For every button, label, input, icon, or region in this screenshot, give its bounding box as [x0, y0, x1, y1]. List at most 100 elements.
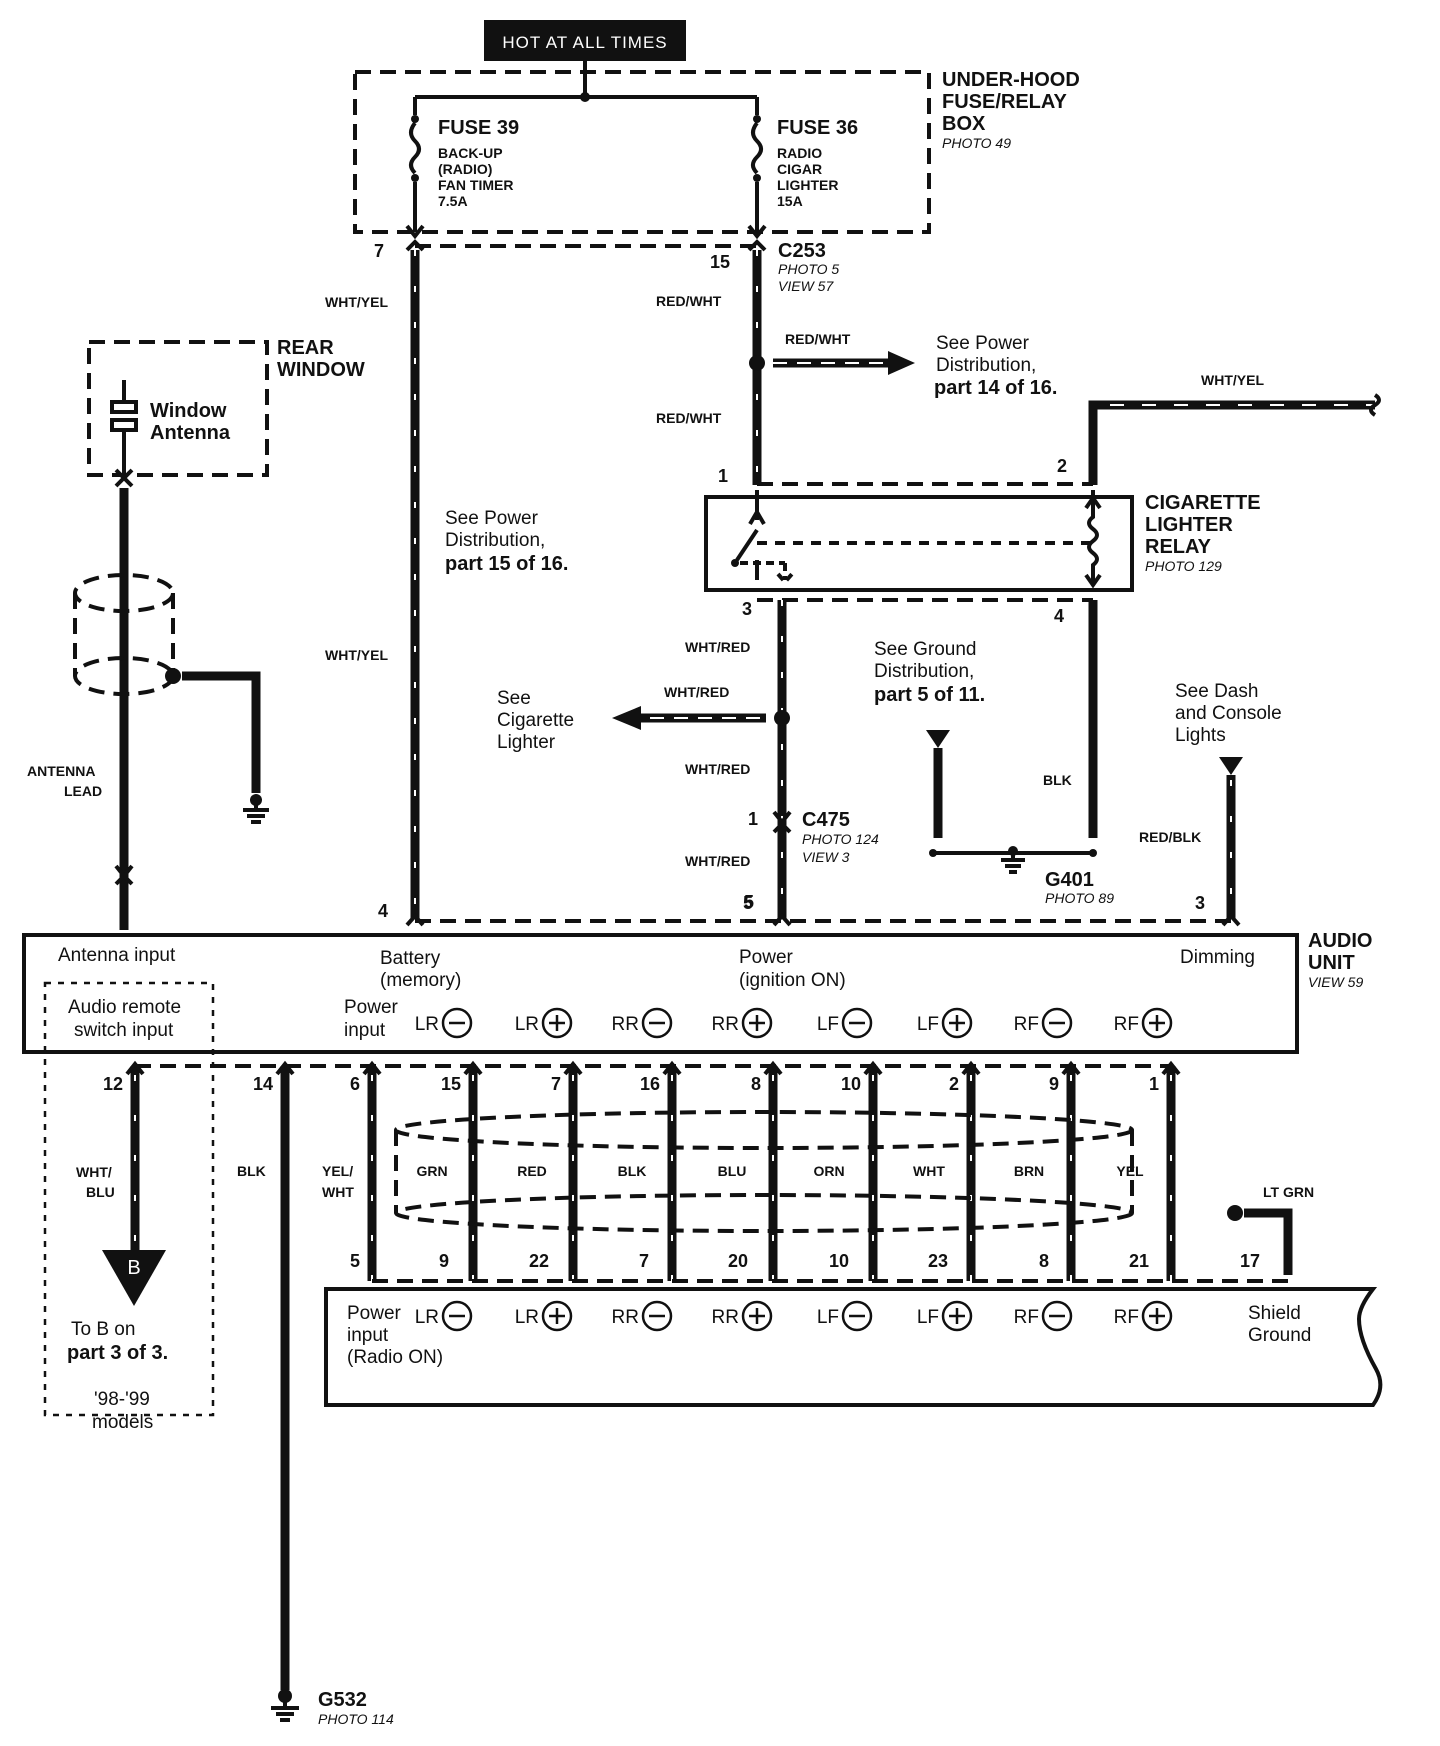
c253-view: VIEW 57	[778, 278, 834, 294]
relay-pin-3: 3	[742, 599, 752, 619]
power15-ref-2: Distribution,	[445, 530, 545, 551]
fuse-box-outline	[353, 70, 931, 234]
amp-power-input-2: input	[347, 1325, 389, 1346]
amp-terminal-label: RR	[712, 1307, 739, 1328]
amp-pin: 10	[829, 1251, 849, 1271]
fuse39-desc: BACK-UP	[438, 145, 503, 161]
audio-bottom-pin: 15	[441, 1074, 461, 1094]
fuse36-desc-1: RADIO	[777, 145, 822, 161]
amp-terminal-label: RF	[1014, 1307, 1039, 1328]
g401-name: G401	[1045, 869, 1094, 891]
yel-wht-label-2: WHT	[322, 1184, 354, 1200]
amp-terminal-label: LR	[515, 1307, 539, 1328]
amp-pin: 8	[1039, 1251, 1049, 1271]
audio-terminal-label: LR	[515, 1014, 539, 1035]
red-blk-label: RED/BLK	[1139, 829, 1201, 845]
wire-color-label: BLU	[718, 1163, 747, 1179]
hot-label-box	[484, 20, 686, 61]
power14-ref-3: part 14 of 16.	[934, 377, 1057, 399]
amp-pin: 23	[928, 1251, 948, 1271]
amp-pin: 21	[1129, 1251, 1149, 1271]
models-98-99-outline	[43, 981, 215, 1417]
relay-pin-2: 2	[1057, 456, 1067, 476]
fusebox-name-1: UNDER-HOOD	[942, 69, 1080, 91]
fuse36-name: FUSE 36	[777, 117, 858, 139]
fuse39-desc-3: FAN TIMER	[438, 177, 513, 193]
amp-pin: 20	[728, 1251, 748, 1271]
shield-cable-top	[394, 1110, 1134, 1150]
fusebox-name-3: BOX	[942, 113, 986, 135]
wht-red-label-1: WHT/RED	[685, 639, 750, 655]
wire-color-label: RED	[517, 1163, 547, 1179]
antenna-lead-label-2: LEAD	[64, 783, 102, 799]
relay-photo: PHOTO 129	[1145, 558, 1222, 574]
power14-ref-2: Distribution,	[936, 355, 1036, 376]
audio-unit-view: VIEW 59	[1308, 974, 1363, 990]
models-label-1: '98-'99	[94, 1389, 150, 1410]
c253-pin-15: 15	[710, 252, 730, 272]
relay-pin-4: 4	[1054, 606, 1064, 626]
fuse36-desc-3: LIGHTER	[777, 177, 838, 193]
audio-terminal-label: LR	[415, 1014, 439, 1035]
dash-lights-ref-3: Lights	[1175, 725, 1226, 746]
wire-color-label: GRN	[416, 1163, 447, 1179]
remote-switch-label-2: switch input	[74, 1020, 174, 1041]
wht-yel-relay-wire	[1088, 400, 1375, 485]
red-wht-label-2: RED/WHT	[656, 410, 722, 426]
c475-name: C475	[802, 809, 850, 831]
amp-pin: 22	[529, 1251, 549, 1271]
battery-label-2: (memory)	[380, 970, 461, 991]
antenna-lead-label-1: ANTENNA	[27, 763, 95, 779]
audio-pin-4: 4	[378, 901, 388, 921]
amp-terminal-label: RF	[1114, 1307, 1139, 1328]
cigarette-lighter-relay	[704, 495, 1134, 592]
power15-ref-1: See Power	[445, 508, 539, 529]
amp-terminal-label: RR	[612, 1307, 639, 1328]
fuse36-symbol	[751, 121, 763, 232]
shield-cable-bottom	[394, 1193, 1134, 1233]
models-label-2: models	[92, 1412, 153, 1433]
yel-wht-label-1: YEL/	[322, 1163, 353, 1179]
relay-name-1: CIGARETTE	[1145, 492, 1261, 514]
c475-pin-1: 1	[748, 809, 758, 829]
wht-blu-label-1: WHT/	[76, 1164, 112, 1180]
audio-bottom-pin: 16	[640, 1074, 660, 1094]
amp-power-input-1: Power	[347, 1303, 402, 1324]
audio-bottom-pin: 2	[949, 1074, 959, 1094]
power15-ref-3: part 15 of 16.	[445, 553, 568, 575]
cig-lighter-ref-2: Cigarette	[497, 710, 574, 731]
window-antenna-label-1: Window	[150, 400, 227, 422]
red-wht-label-3: RED/WHT	[785, 331, 851, 347]
antenna-input-label: Antenna input	[58, 945, 176, 966]
c475-view: VIEW 3	[802, 849, 850, 865]
audio-terminal-label: LF	[817, 1014, 839, 1035]
window-antenna-icon	[110, 380, 138, 476]
relay-name-2: LIGHTER	[1145, 514, 1233, 536]
lt-grn-label: LT GRN	[1263, 1184, 1314, 1200]
wht-yel-label-2: WHT/YEL	[325, 647, 388, 663]
amp-terminal-label: LR	[415, 1307, 439, 1328]
c253-name: C253	[778, 240, 826, 262]
to-b-ref-2: part 3 of 3.	[67, 1342, 168, 1364]
audio-terminal-label: RR	[612, 1014, 639, 1035]
relay-pin-1: 1	[718, 466, 728, 486]
power-input-label-1: Power	[344, 997, 399, 1018]
audio-bottom-pin: 9	[1049, 1074, 1059, 1094]
audio-terminal-label: RR	[712, 1014, 739, 1035]
c253-pin-7: 7	[374, 241, 384, 261]
fuse39-symbol	[409, 121, 421, 232]
audio-bottom-pin: 12	[103, 1074, 123, 1094]
power-label-2: (ignition ON)	[739, 970, 846, 991]
ground5-ref-3: part 5 of 11.	[874, 684, 985, 706]
amp-terminal-label: LF	[817, 1307, 839, 1328]
relay-name-3: RELAY	[1145, 536, 1212, 558]
rear-window-title-1: REAR	[277, 337, 334, 359]
hot-label: HOT AT ALL TIMES	[502, 33, 667, 52]
g532-photo: PHOTO 114	[318, 1711, 394, 1727]
shield-ground-label-2: Ground	[1248, 1325, 1311, 1346]
audio-unit-name-2: UNIT	[1308, 952, 1355, 974]
audio-terminal-label: RF	[1114, 1014, 1139, 1035]
c253-photo: PHOTO 5	[778, 261, 839, 277]
